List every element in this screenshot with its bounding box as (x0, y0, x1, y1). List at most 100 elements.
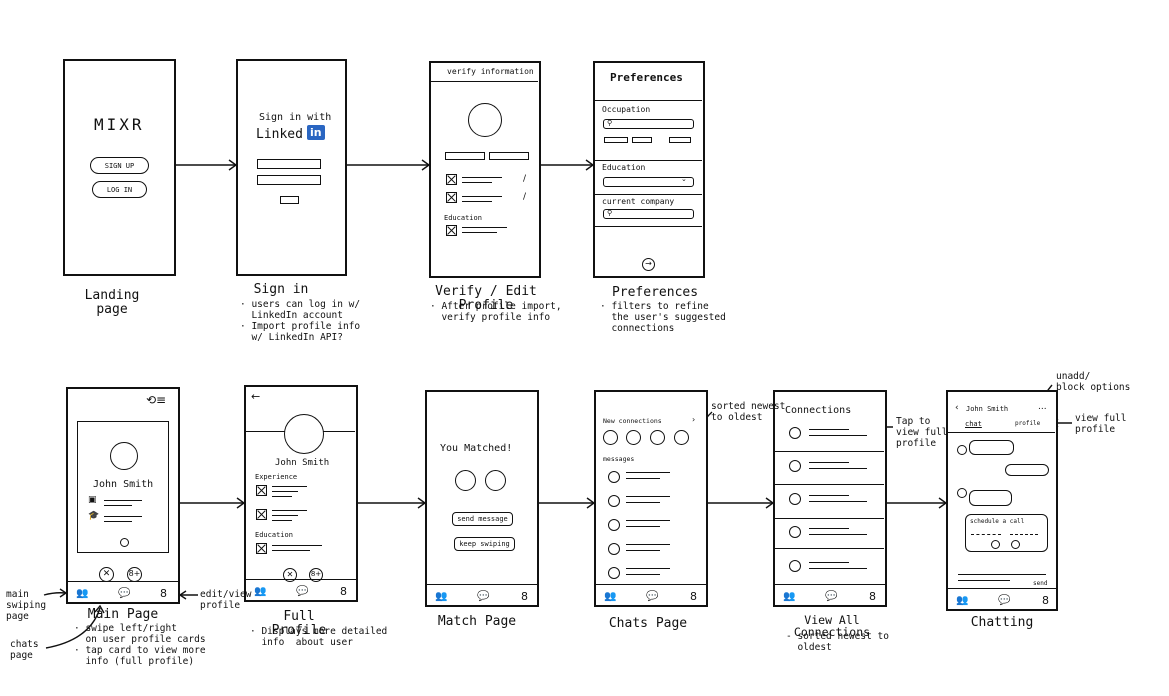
contact-avatar (957, 445, 967, 455)
tab-chat[interactable]: chat (965, 420, 982, 428)
back-arrow-icon[interactable]: ← (251, 390, 261, 403)
people-icon[interactable]: 👥 (76, 588, 89, 599)
new-connection-avatar[interactable] (603, 430, 618, 445)
call-icon[interactable] (991, 540, 1000, 549)
bottom-nav: 👥 💬 8 (596, 584, 706, 605)
connections-screen: Connections 👥 💬 8 (773, 390, 887, 607)
verify-caption: Verify / Edit Profile (435, 284, 537, 313)
send-message-button[interactable]: send message (452, 512, 513, 526)
keep-swiping-button[interactable]: keep swiping (454, 537, 515, 551)
arrow-right-icon[interactable]: › (692, 415, 696, 424)
chat-icon[interactable]: 💬 (296, 586, 309, 597)
log-in-button[interactable]: LOG IN (92, 181, 147, 198)
profile-icon[interactable]: 8 (690, 590, 697, 603)
profile-icon[interactable]: 8 (1042, 594, 1049, 607)
add-connection-button[interactable]: 8+ (127, 567, 142, 582)
people-icon[interactable]: 👥 (254, 586, 267, 597)
first-name-field[interactable] (445, 152, 485, 160)
education-dropdown[interactable] (603, 177, 694, 187)
profile-icon[interactable]: 8 (521, 590, 528, 603)
connection-avatar[interactable] (789, 427, 801, 439)
tab-profile[interactable]: profile (1015, 420, 1041, 427)
message-avatar[interactable] (608, 471, 620, 483)
main-caption: Main Page (87, 607, 159, 622)
connection-avatar[interactable] (789, 493, 801, 505)
search-icon: ⚲ (607, 209, 613, 217)
more-options-icon[interactable]: ... (1038, 402, 1047, 412)
message-avatar[interactable] (608, 519, 620, 531)
profile-icon[interactable]: 8 (869, 590, 876, 603)
main-screen: ⟲≡ John Smith ▣ 🎓 ✕ 8+ 👥 💬 8 (66, 387, 180, 604)
contact-avatar (957, 488, 967, 498)
connection-avatar[interactable] (789, 526, 801, 538)
profile-icon[interactable]: 8 (160, 587, 167, 600)
full-profile-screen: ← John Smith Experience Education ✕ 8+ 👥… (244, 385, 358, 602)
app-logo: MIXR (94, 115, 145, 134)
password-field[interactable] (257, 175, 321, 185)
linkedin-badge-icon: in (307, 125, 325, 140)
current-company-label: current company (602, 197, 675, 206)
sent-message (1005, 464, 1049, 476)
edit-icon[interactable]: / (523, 192, 527, 202)
preferences-title: Preferences (610, 71, 683, 84)
connection-avatar[interactable] (789, 560, 801, 572)
profile-name: John Smith (275, 458, 330, 468)
connections-notes: - sorted newest to oldest (786, 631, 889, 653)
people-icon[interactable]: 👥 (604, 591, 617, 602)
profile-icon[interactable]: 8 (340, 585, 347, 598)
people-icon[interactable]: 👥 (435, 591, 448, 602)
signin-caption: Sign in (253, 282, 309, 297)
occupation-chip[interactable] (604, 137, 628, 143)
education-label: Education (444, 214, 482, 222)
company-search-input[interactable] (603, 209, 694, 219)
occupation-search-input[interactable] (603, 119, 694, 129)
occupation-chip[interactable] (632, 137, 652, 143)
messages-label: messages (603, 455, 635, 463)
full-profile-caption: Full Profile (271, 609, 327, 638)
message-avatar[interactable] (608, 543, 620, 555)
video-call-icon[interactable] (1011, 540, 1020, 549)
chat-icon[interactable]: 💬 (477, 591, 490, 602)
add-connection-button[interactable]: 8+ (309, 568, 323, 582)
profile-photo[interactable] (468, 103, 502, 137)
sign-up-button[interactable]: SIGN UP (90, 157, 149, 174)
message-avatar[interactable] (608, 567, 620, 579)
experience-label: Experience (255, 473, 298, 481)
schedule-call-card[interactable]: schedule a call (965, 514, 1048, 552)
reject-button[interactable]: ✕ (99, 567, 114, 582)
new-connection-avatar[interactable] (626, 430, 641, 445)
experience-logo-icon (446, 192, 457, 203)
occupation-chip[interactable] (669, 137, 691, 143)
experience-logo-icon (256, 509, 267, 520)
people-icon[interactable]: 👥 (956, 595, 969, 606)
chat-icon[interactable]: 💬 (998, 595, 1011, 606)
profile-card[interactable]: John Smith ▣ 🎓 (77, 421, 169, 553)
filter-icon[interactable]: ⟲≡ (146, 393, 167, 407)
experience-logo-icon (446, 174, 457, 185)
user-photo (455, 470, 476, 491)
send-button[interactable]: send (1033, 580, 1048, 587)
preferences-caption: Preferences (611, 285, 699, 300)
reject-button[interactable]: ✕ (283, 568, 297, 582)
landing-screen: MIXR SIGN UP LOG IN (63, 59, 176, 276)
chat-icon[interactable]: 💬 (825, 591, 838, 602)
next-arrow-button[interactable]: → (642, 258, 655, 271)
info-icon[interactable] (120, 538, 129, 547)
chat-icon[interactable]: 💬 (646, 591, 659, 602)
match-screen: You Matched! send message keep swiping 👥… (425, 390, 539, 607)
new-connection-avatar[interactable] (674, 430, 689, 445)
chevron-down-icon: ⌄ (681, 175, 687, 183)
email-field[interactable] (257, 159, 321, 169)
signin-submit-button[interactable] (280, 196, 299, 204)
last-name-field[interactable] (489, 152, 529, 160)
tap-view-annotation: Tap to view full profile (896, 416, 948, 449)
back-chevron-icon[interactable]: ‹ (955, 403, 959, 413)
message-avatar[interactable] (608, 495, 620, 507)
connection-avatar[interactable] (789, 460, 801, 472)
unadd-annotation: unadd/ block options (1056, 371, 1131, 393)
new-connection-avatar[interactable] (650, 430, 665, 445)
people-icon[interactable]: 👥 (783, 591, 796, 602)
main-notes: · swipe left/right on user profile cards… (74, 623, 206, 667)
edit-icon[interactable]: / (523, 174, 527, 184)
chat-icon[interactable]: 💬 (118, 588, 131, 599)
